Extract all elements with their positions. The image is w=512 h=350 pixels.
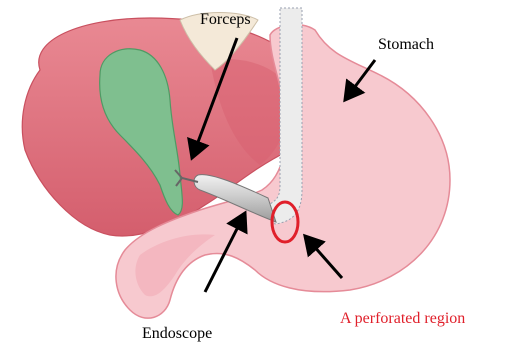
perforated-region-label: A perforated region	[340, 311, 465, 327]
forceps-label: Forceps	[200, 12, 251, 28]
stomach-label: Stomach	[378, 37, 434, 53]
endoscope-label: Endoscope	[142, 326, 212, 342]
